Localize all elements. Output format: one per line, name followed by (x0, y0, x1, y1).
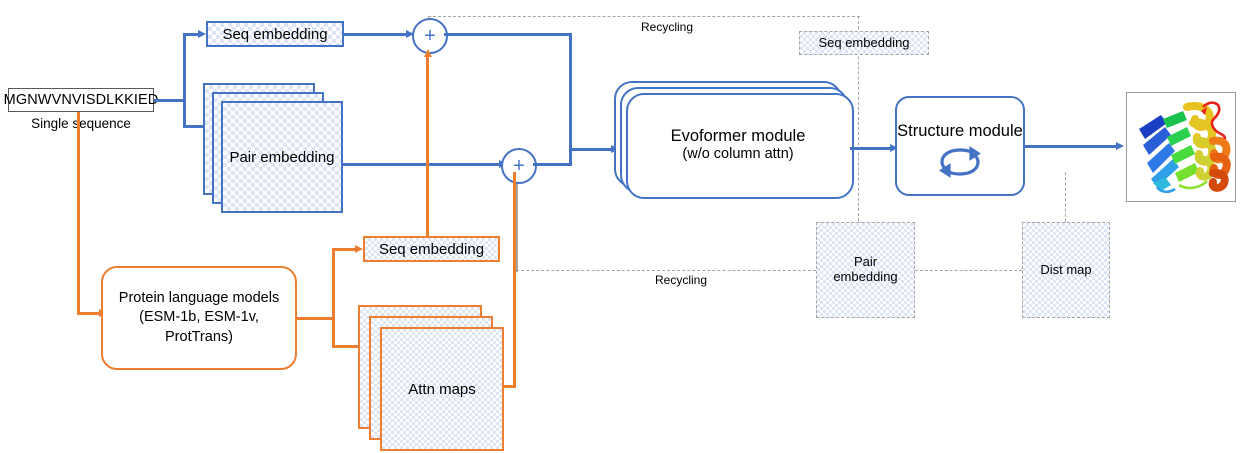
dist-map-spine (1065, 172, 1066, 222)
plm-out-vertical (332, 248, 335, 348)
plus-symbol: + (424, 25, 436, 47)
orange-trunk-to-plm (77, 312, 102, 315)
input-sequence-caption: Single sequence (31, 115, 131, 131)
pair-embedding-tile-front: Pair embedding (221, 101, 343, 213)
evoformer-to-structure (850, 146, 894, 150)
structure-module-title: Structure module (897, 121, 1023, 140)
add-node-pair: + (501, 148, 537, 184)
attn-maps-out-right (504, 385, 516, 388)
attn-maps-tile-front: Attn maps (380, 327, 504, 451)
structure-arrowhead (890, 143, 898, 152)
plm-seq-embedding-label: Seq embedding (378, 240, 485, 258)
attn-maps-label: Attn maps (408, 380, 476, 398)
evoformer-title: Evoformer module (670, 126, 806, 145)
recycling-seq-embedding-label: Seq embedding (818, 34, 910, 50)
blue-trunk-to-pair (183, 125, 208, 128)
plm-line-2: (ESM-1b, ESM-1v, (139, 309, 259, 326)
evoformer-subtitle: (w/o column attn) (682, 145, 794, 162)
recycling-right-spine (858, 16, 859, 221)
input-sequence-text: MGNWVNVISDLKKIED (3, 92, 159, 108)
evoformer-module-label: Evoformer module (w/o column attn) (626, 93, 850, 195)
recycling-dist-map-box: Dist map (1022, 222, 1110, 318)
recycling-top-line (428, 16, 860, 17)
plm-out-right (297, 316, 335, 320)
recycling-bottom-line (516, 270, 816, 271)
input-to-orange-trunk (77, 112, 80, 315)
attn-maps-up-line (513, 172, 516, 388)
pair-to-dist-line (915, 270, 1022, 271)
plm-seq-embedding-tile: Seq embedding (363, 236, 500, 262)
blue-trunk-vertical (183, 33, 186, 128)
recycling-pair-embedding-box: Pair embedding (816, 222, 915, 318)
recycling-pair-to-line (808, 270, 822, 271)
protein-language-models-box: Protein language models (ESM-1b, ESM-1v,… (101, 266, 297, 370)
plm-line-3: ProtTrans) (165, 328, 233, 345)
blue-trunk-to-seq (183, 33, 201, 36)
structure-to-output (1025, 144, 1120, 148)
plus1-out-right (444, 32, 572, 36)
plus1-out-down (569, 32, 572, 152)
input-to-blue-trunk (154, 98, 186, 102)
plus-symbol: + (513, 155, 525, 177)
output-arrowhead (1116, 141, 1124, 150)
seq-embedding-label: Seq embedding (222, 25, 328, 43)
seq-embedding-to-plus (344, 32, 410, 36)
input-sequence-box: MGNWVNVISDLKKIED (4, 88, 158, 112)
evoformer-input-line (569, 148, 615, 151)
recycling-pair-embedding-line-2: embedding (833, 269, 898, 284)
plm-to-attn-maps (332, 345, 365, 348)
plus1-arrowhead (406, 29, 414, 38)
recycling-top-label: Recycling (641, 20, 694, 34)
seq-embedding-tile: Seq embedding (206, 21, 344, 47)
recycle-arrows-icon (939, 145, 981, 178)
recycling-seq-embedding-box: Seq embedding (799, 31, 929, 55)
plm-line-1: Protein language models (118, 290, 280, 307)
plm-seq-arrowhead (355, 245, 363, 253)
recycling-dist-map-label: Dist map (1040, 261, 1092, 277)
plm-to-seq-embedding (332, 248, 358, 251)
protein-cartoon-icon (1127, 93, 1233, 199)
recycling-pair-embedding-line-1: Pair (853, 254, 878, 270)
blue-seq-arrowhead (198, 30, 206, 38)
plm-seq-up-line (426, 56, 429, 236)
evoformer-layer-front (626, 93, 854, 199)
evoformer-feed (569, 148, 572, 165)
predicted-structure-image (1126, 92, 1236, 202)
recycling-bottom-up-line (515, 178, 518, 272)
pair-embedding-to-plus2 (343, 162, 503, 166)
pair-embedding-label: Pair embedding (229, 148, 335, 166)
plus2-out-right (533, 162, 572, 166)
plm-seq-up-arrowhead (423, 49, 432, 57)
structure-module: Structure module (895, 96, 1025, 196)
recycling-bottom-label: Recycling (655, 273, 708, 287)
